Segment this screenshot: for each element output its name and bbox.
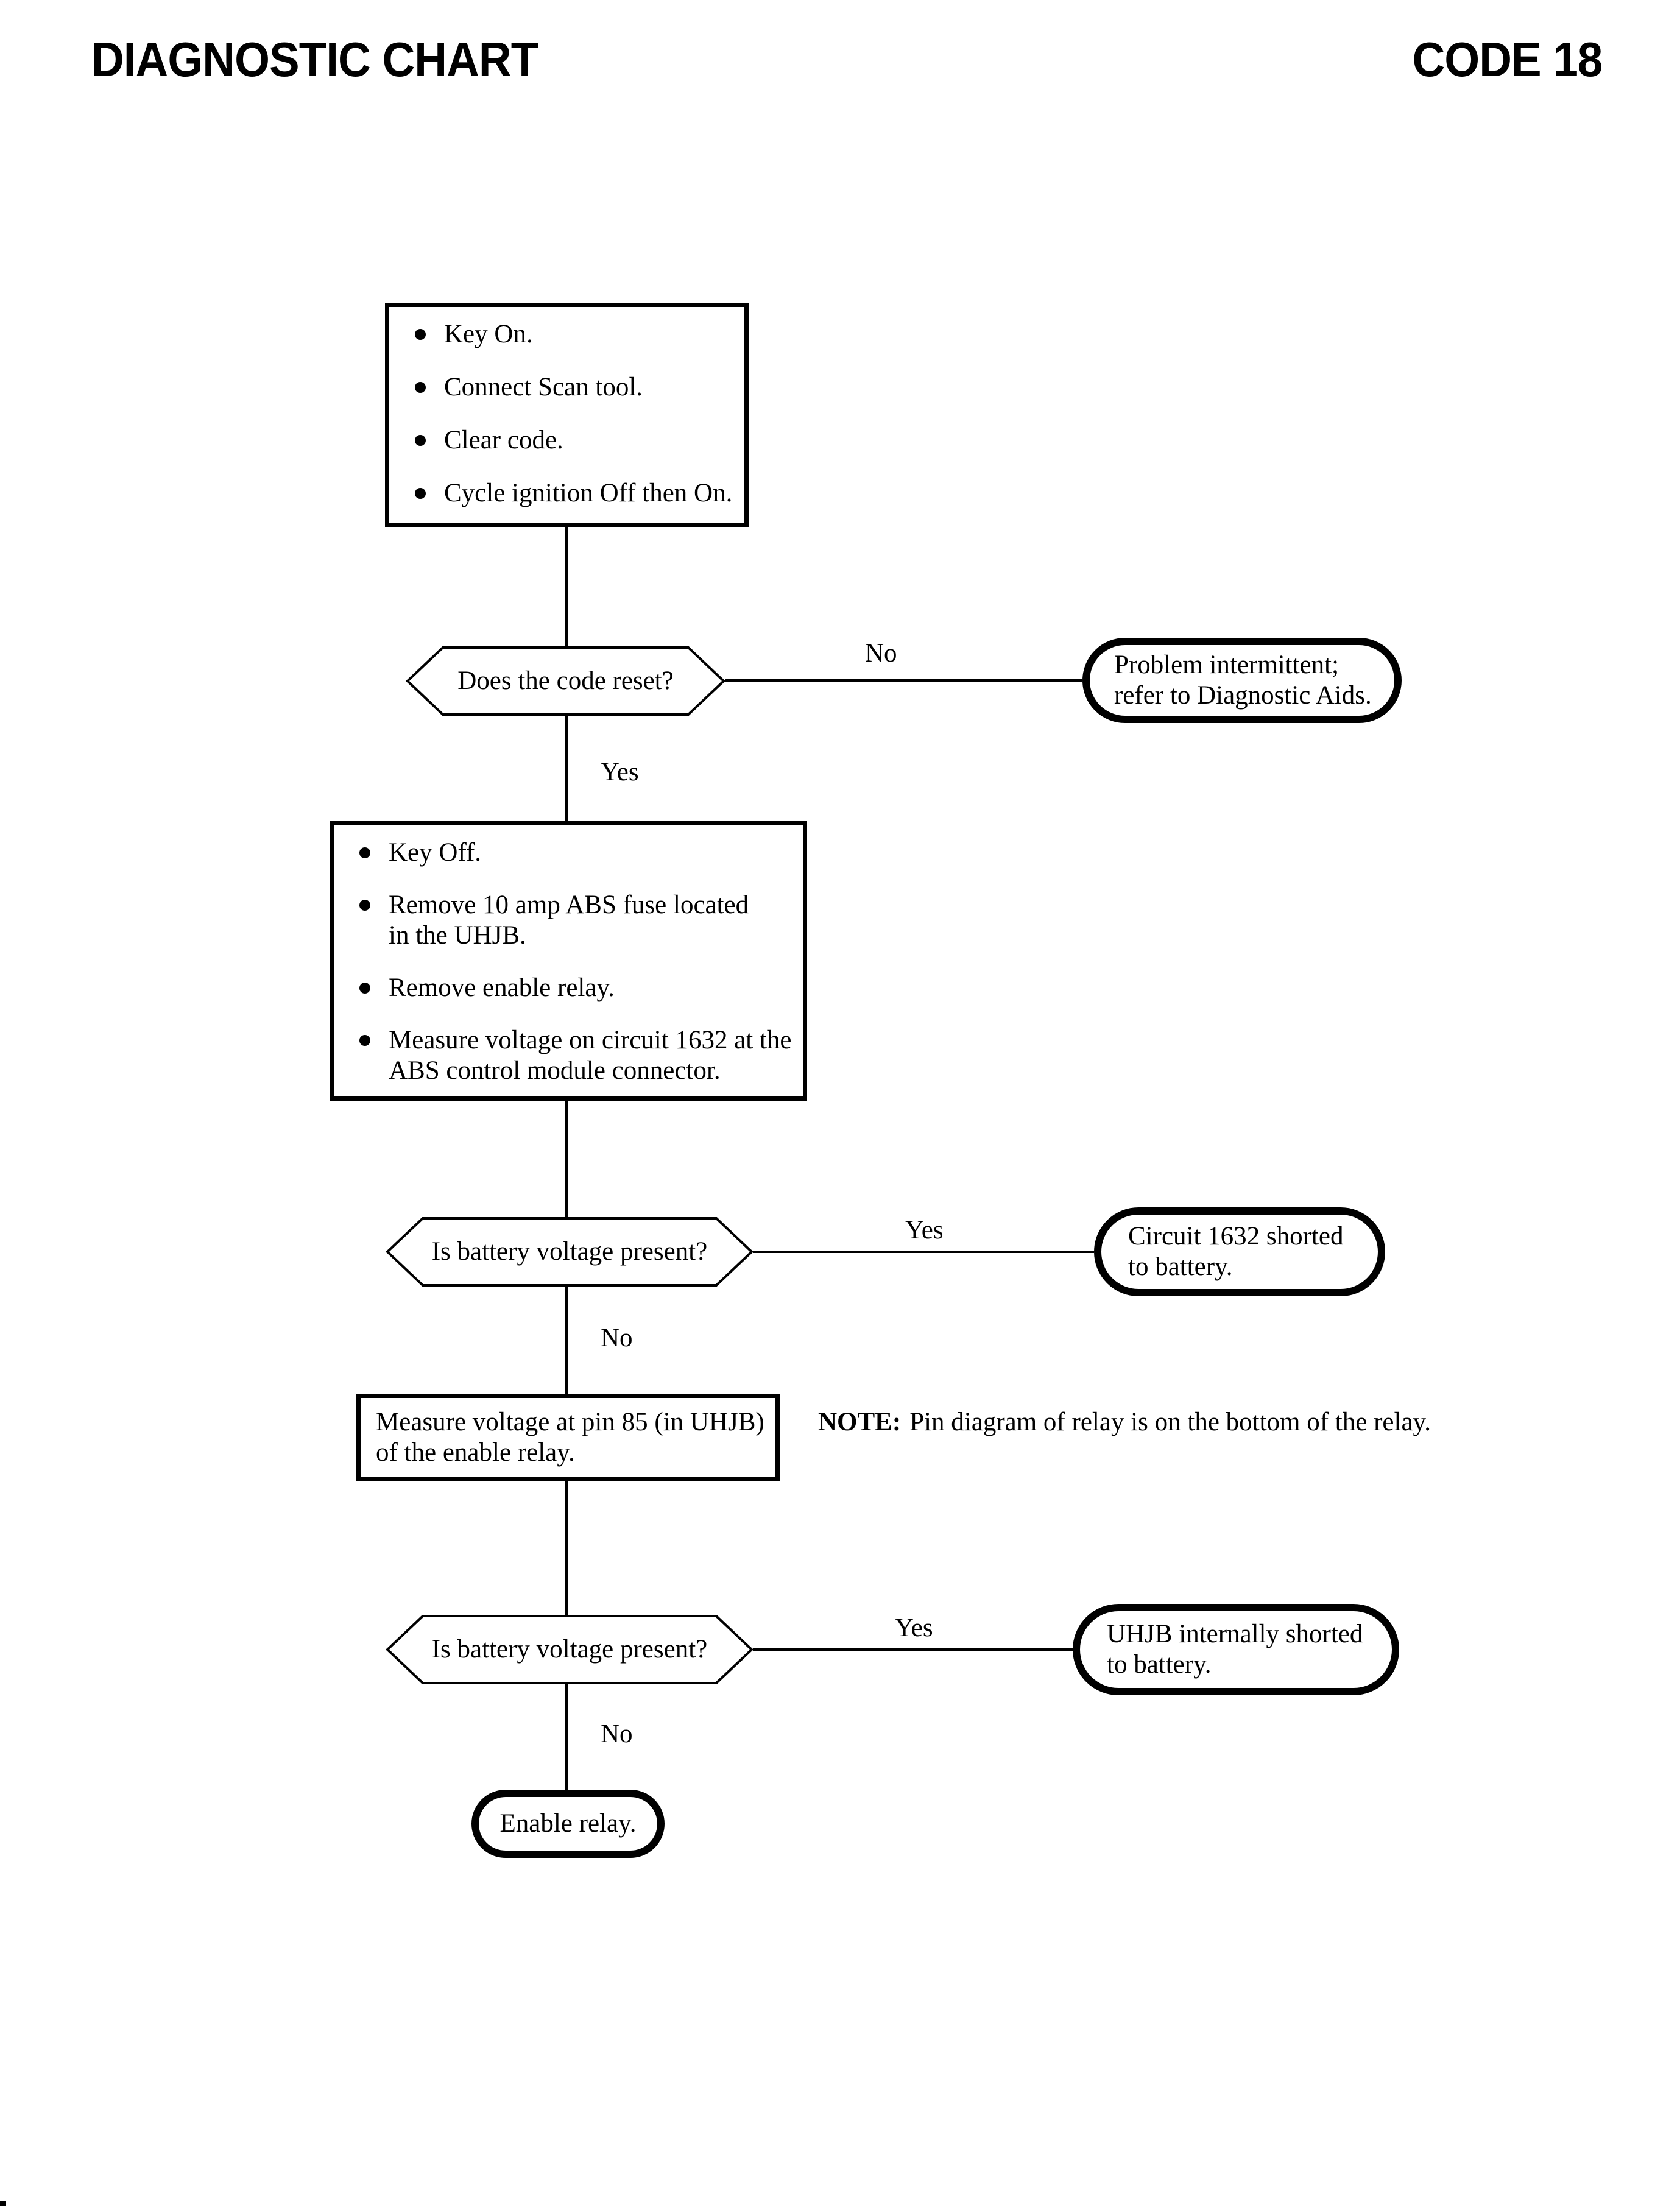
list-item: Measure voltage on circuit 1632 at the A… (359, 1025, 793, 1086)
connector-line (565, 716, 568, 821)
result-circuit-bubble: Circuit 1632 shorted to battery. (1094, 1207, 1385, 1296)
connector-line (565, 1101, 568, 1217)
step1-item-text: Connect Scan tool. (444, 373, 643, 401)
scan-artifact (0, 2201, 6, 2206)
step2-item-text: ABS control module connector. (389, 1056, 721, 1085)
list-item: Key Off. (359, 838, 793, 868)
connector-line (725, 679, 1082, 682)
result-line: to battery. (1128, 1252, 1233, 1281)
terminal-label: Enable relay. (499, 1809, 637, 1838)
edge-label-no: No (601, 1720, 633, 1748)
decision3-hexagon: Is battery voltage present? (386, 1615, 753, 1684)
decision2-question: Is battery voltage present? (431, 1237, 708, 1266)
step2-item-text: Remove 10 amp ABS fuse located (389, 891, 749, 919)
result-uhjb-bubble: UHJB internally shorted to battery. (1073, 1604, 1399, 1695)
terminal-bubble: Enable relay. (471, 1790, 665, 1858)
edge-label-yes: Yes (895, 1614, 933, 1642)
code-label: CODE 18 (1412, 32, 1603, 86)
step2-item-text: in the UHJB. (389, 921, 526, 950)
step1-box: Key On. Connect Scan tool. Clear code. C… (385, 303, 749, 527)
list-item: Remove enable relay. (359, 973, 793, 1003)
note-label: NOTE: (818, 1408, 902, 1436)
step2-item-text: Remove enable relay. (389, 973, 615, 1002)
decision1-hexagon: Does the code reset? (406, 646, 725, 716)
page-title: DIAGNOSTIC CHART (91, 32, 538, 86)
connector-line (753, 1648, 1073, 1651)
list-item: Cycle ignition Off then On. (415, 478, 735, 509)
bullet-icon (415, 382, 426, 393)
edge-label-no: No (601, 1324, 633, 1352)
result-line: Problem intermittent; (1114, 651, 1339, 679)
result-line: refer to Diagnostic Aids. (1114, 681, 1372, 710)
step2-box: Key Off. Remove 10 amp ABS fuse located … (330, 821, 807, 1101)
list-item: Remove 10 amp ABS fuse located in the UH… (359, 890, 793, 951)
result-intermittent-bubble: Problem intermittent; refer to Diagnosti… (1082, 638, 1402, 723)
result-line: Circuit 1632 shorted (1128, 1222, 1344, 1251)
connector-line (565, 1481, 568, 1615)
step3-line: Measure voltage at pin 85 (in UHJB) (376, 1408, 764, 1436)
bullet-icon (359, 900, 370, 911)
connector-line (565, 1287, 568, 1394)
hexagon-shape (406, 646, 725, 716)
bullet-icon (359, 847, 370, 858)
step2-item-text: Measure voltage on circuit 1632 at the (389, 1026, 792, 1054)
result-line: UHJB internally shorted (1107, 1620, 1363, 1648)
edge-label-no: No (865, 639, 897, 668)
note-annotation: NOTE:Pin diagram of relay is on the bott… (818, 1407, 1431, 1438)
step1-item-text: Clear code. (444, 426, 563, 454)
result-line: to battery. (1107, 1650, 1212, 1679)
decision2-hexagon: Is battery voltage present? (386, 1217, 753, 1287)
step1-item-text: Cycle ignition Off then On. (444, 479, 733, 507)
step3-box: Measure voltage at pin 85 (in UHJB) of t… (356, 1394, 780, 1481)
bullet-icon (359, 983, 370, 994)
step3-line: of the enable relay. (376, 1438, 575, 1467)
bullet-icon (415, 488, 426, 499)
list-item: Key On. (415, 319, 735, 350)
list-item: Connect Scan tool. (415, 372, 735, 403)
bullet-icon (415, 435, 426, 446)
edge-label-yes: Yes (601, 758, 639, 786)
note-text: Pin diagram of relay is on the bottom of… (909, 1408, 1431, 1436)
connector-line (565, 527, 568, 646)
step1-item-text: Key On. (444, 320, 533, 348)
hexagon-shape (386, 1217, 753, 1287)
list-item: Clear code. (415, 425, 735, 456)
bullet-icon (359, 1035, 370, 1046)
hexagon-shape (386, 1615, 753, 1684)
bullet-icon (415, 329, 426, 340)
connector-line (565, 1684, 568, 1790)
decision3-question: Is battery voltage present? (431, 1635, 708, 1664)
step2-item-text: Key Off. (389, 838, 482, 867)
edge-label-yes: Yes (905, 1216, 944, 1244)
connector-line (753, 1251, 1094, 1253)
decision1-question: Does the code reset? (457, 666, 674, 695)
